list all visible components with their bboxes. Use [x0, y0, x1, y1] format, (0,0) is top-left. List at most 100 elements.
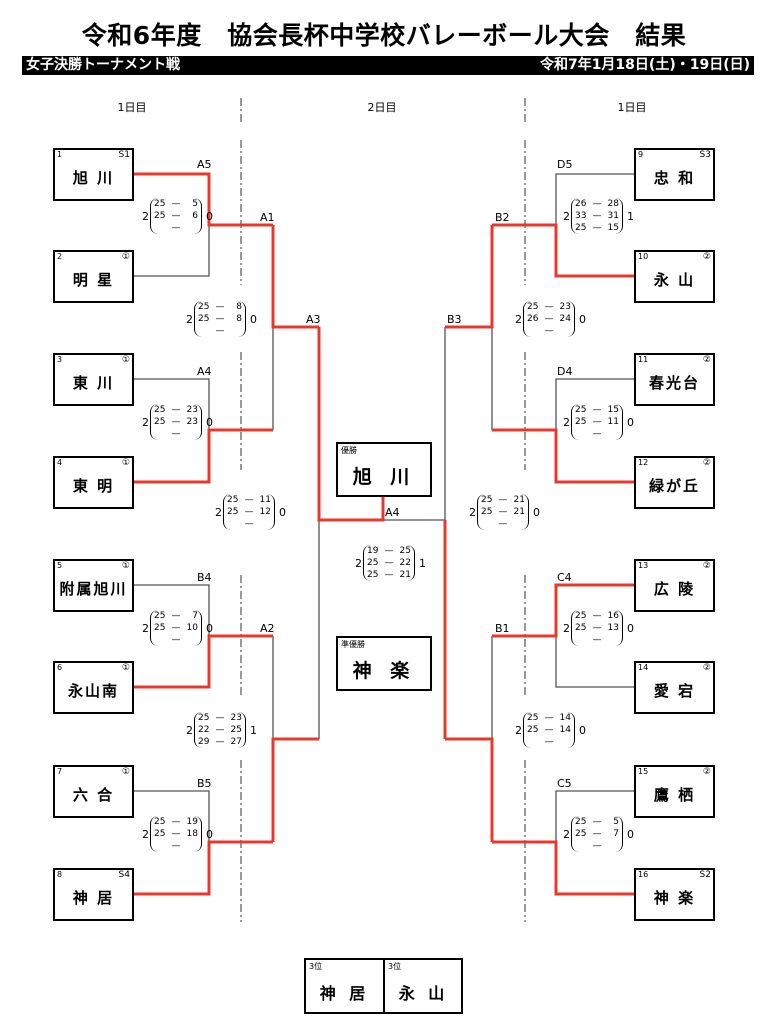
- sets-won-right: 0: [579, 723, 586, 737]
- set-dash: —: [544, 713, 554, 723]
- set-score-right: [186, 428, 198, 440]
- set-dash: —: [544, 326, 554, 336]
- set-score-right: 11: [607, 417, 619, 427]
- set-row: 25—14: [527, 712, 571, 724]
- set-score-right: [513, 518, 525, 530]
- set-dash: —: [171, 635, 181, 645]
- sets-won-left: 2: [563, 415, 570, 429]
- set-dash: —: [171, 417, 181, 427]
- match-label: A5: [197, 158, 212, 171]
- team-name: 鷹 栖: [653, 786, 696, 804]
- match-label: A1: [260, 211, 275, 224]
- set-score-right: [559, 736, 571, 748]
- set-dash: —: [171, 211, 181, 221]
- match-label: B3: [447, 313, 462, 326]
- sets-won-right: 0: [206, 621, 213, 635]
- team-name: 東 明: [72, 477, 115, 495]
- match-label: A2: [260, 622, 275, 635]
- team-name: 神 居: [72, 889, 115, 907]
- set-score-left: 25: [367, 570, 379, 580]
- third-caption: 3位: [388, 962, 402, 971]
- set-dash: —: [215, 725, 225, 735]
- set-score-left: 25: [575, 817, 587, 827]
- set-score-left: 25: [575, 829, 587, 839]
- team-name: 六 合: [72, 786, 115, 804]
- team-number: 4: [57, 458, 63, 467]
- sets-won-left: 2: [563, 827, 570, 841]
- match-label: A4: [197, 365, 212, 378]
- sets-won-left: 2: [186, 723, 193, 737]
- set-score-right: [559, 325, 571, 337]
- set-row: —: [527, 325, 571, 337]
- set-score-right: 25: [230, 725, 242, 735]
- team-number: 15: [638, 767, 649, 776]
- team-number: 2: [57, 252, 63, 261]
- team-name: 永 山: [653, 271, 696, 289]
- set-score-right: [607, 634, 619, 646]
- set-row: —: [575, 840, 619, 852]
- set-score-left: 25: [575, 417, 587, 427]
- set-row: 29—27: [198, 736, 242, 748]
- set-score-right: 5: [613, 817, 619, 827]
- runner-up-name: 神 楽: [352, 660, 416, 682]
- set-dash: —: [384, 546, 394, 556]
- set-dash: —: [384, 558, 394, 568]
- sets-won-right: 0: [627, 621, 634, 635]
- set-row: 25—23: [154, 404, 198, 416]
- set-score-left: 26: [575, 199, 587, 209]
- sets-won-right: 0: [627, 415, 634, 429]
- set-score-left: 25: [527, 302, 539, 312]
- set-score-left: 25: [154, 829, 166, 839]
- set-score-left: [527, 325, 539, 337]
- set-row: 25—5: [154, 198, 198, 210]
- set-row: 25—21: [481, 494, 525, 506]
- seed-badge: ②: [702, 355, 711, 365]
- set-score-left: [154, 428, 166, 440]
- set-score-left: [154, 840, 166, 852]
- sets-won-left: 2: [186, 312, 193, 326]
- set-score-right: [186, 840, 198, 852]
- set-score-right: [259, 518, 271, 530]
- seed-badge: S4: [118, 870, 130, 880]
- set-row: 22—25: [198, 724, 242, 736]
- team-name: 神 楽: [653, 889, 696, 907]
- set-dash: —: [592, 623, 602, 633]
- set-score-left: [154, 634, 166, 646]
- set-row: —: [227, 518, 271, 530]
- set-score-left: [575, 428, 587, 440]
- set-score-right: 6: [192, 211, 198, 221]
- winner-path-line: [133, 634, 273, 689]
- third-caption: 3位: [309, 962, 323, 971]
- set-score-right: 21: [513, 495, 525, 505]
- page-title: 令和6年度 協会長杯中学校バレーボール大会 結果: [81, 21, 687, 50]
- champion-box: 優勝 旭 川: [336, 442, 432, 497]
- seed-badge: ②: [702, 767, 711, 777]
- set-dash: —: [244, 519, 254, 529]
- sets-won-right: 0: [206, 415, 213, 429]
- match-label: B5: [197, 777, 212, 790]
- set-score-left: 25: [154, 417, 166, 427]
- match-label: B2: [495, 211, 510, 224]
- team-number: 8: [57, 870, 63, 879]
- set-score-right: [186, 222, 198, 234]
- set-row: 25—15: [575, 222, 619, 234]
- set-row: 25—19: [154, 816, 198, 828]
- set-score-left: 25: [227, 495, 239, 505]
- set-row: —: [154, 840, 198, 852]
- set-score-right: 25: [399, 546, 411, 556]
- set-dash: —: [171, 611, 181, 621]
- set-score-left: [575, 634, 587, 646]
